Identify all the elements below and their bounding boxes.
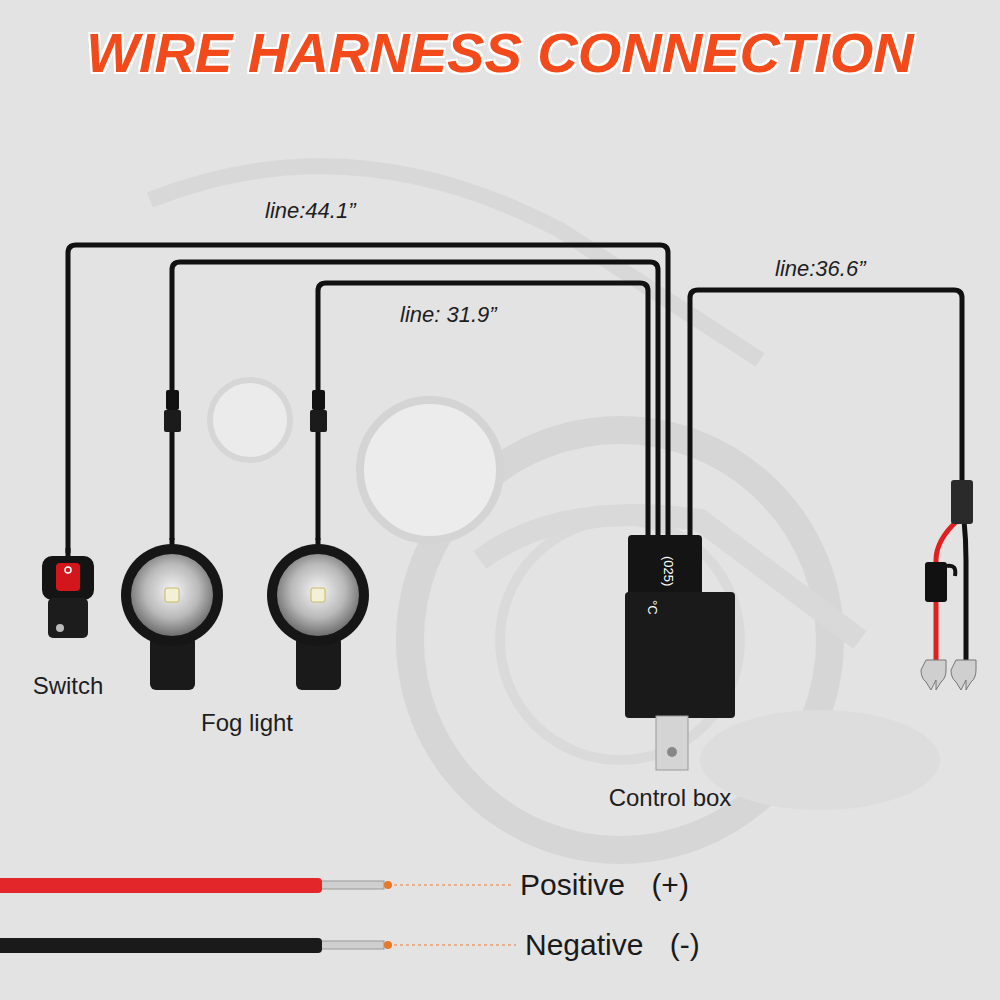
wire-connector: [68, 245, 668, 553]
switch-node: Switch: [22, 553, 114, 703]
wire-connector: [318, 283, 648, 540]
wire-tip: [320, 881, 516, 949]
relay-symbol: [625, 535, 735, 770]
legend-label: Positive (+): [520, 868, 689, 902]
title: WIRE HARNESS CONNECTION: [0, 20, 1000, 85]
fog-light-node: Fog light: [112, 540, 382, 740]
legend-label: Negative (-): [525, 928, 700, 962]
wire-swatch: [0, 878, 322, 893]
node-label: Fog light: [201, 710, 293, 736]
length-label: line:36.6”: [775, 256, 866, 282]
wire-swatch: [0, 938, 322, 953]
relay-marking: (025): [661, 556, 676, 586]
fog-lamp-symbol: [121, 538, 369, 690]
length-label: line:44.1”: [265, 198, 356, 224]
connector-plug: [164, 390, 327, 432]
switch-symbol: [42, 548, 94, 638]
relay-marking: °C: [645, 600, 660, 615]
node-label: Control box: [609, 785, 732, 811]
wire-connector: [172, 262, 658, 540]
node-label: Switch: [33, 673, 104, 699]
battery-lead: [690, 290, 976, 690]
length-label: line: 31.9”: [400, 302, 497, 328]
